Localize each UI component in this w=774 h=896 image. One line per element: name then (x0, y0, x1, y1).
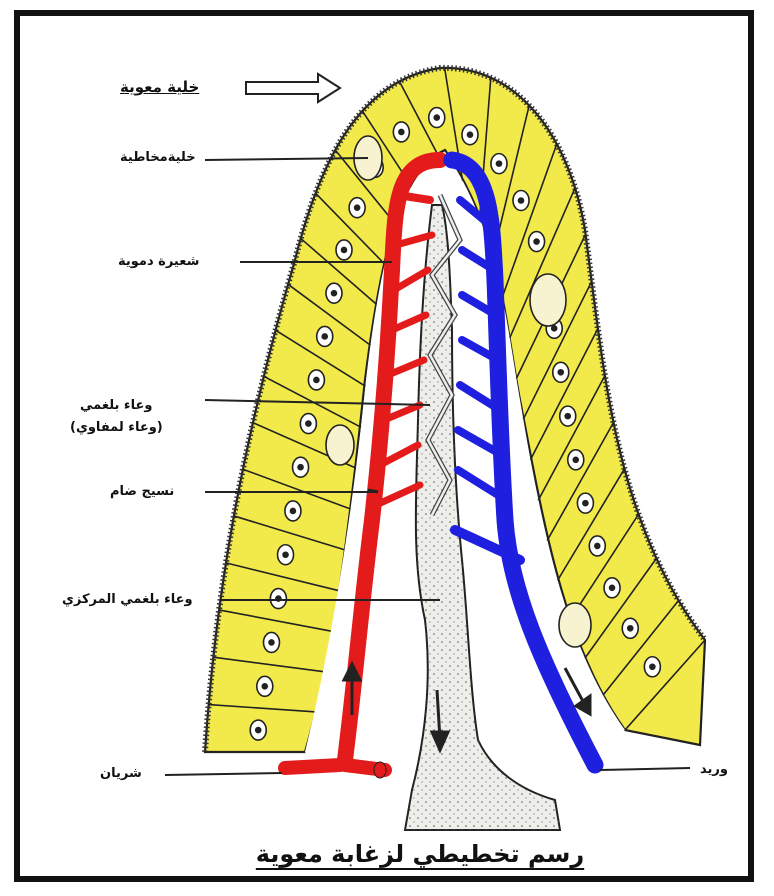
artery-stub (374, 762, 386, 778)
nucleolus (256, 728, 261, 733)
label-goblet-cell: خليةمخاطية (120, 150, 196, 165)
nucleolus (355, 205, 360, 210)
nucleolus (595, 543, 600, 548)
nucleolus (628, 626, 633, 631)
nucleolus (314, 377, 319, 382)
label-intestinal-cell: خلية معوية (120, 78, 199, 96)
nucleolus (573, 457, 578, 462)
nucleolus (583, 501, 588, 506)
nucleolus (434, 115, 439, 120)
label-connective-tissue: نسيج ضام (110, 484, 174, 499)
nucleolus (610, 585, 615, 590)
diagram-title: رسم تخطيطي لزغابة معوية (230, 840, 610, 868)
nucleolus (283, 552, 288, 557)
nucleolus (262, 684, 267, 689)
label-central-lymph: وعاء بلغمي المركزي (62, 592, 193, 607)
nucleolus (552, 326, 557, 331)
goblet-cell (326, 425, 354, 465)
nucleolus (496, 161, 501, 166)
nucleolus (342, 247, 347, 252)
label-vein: وريد (700, 762, 728, 777)
intestinal-cell-arrow (246, 74, 340, 102)
nucleolus (290, 508, 295, 513)
label-artery: شريان (100, 766, 142, 781)
label-capillary: شعيرة دموية (118, 254, 199, 269)
goblet-cell (559, 603, 591, 647)
label-lymph-vessel: وعاء بلغمي (80, 398, 152, 413)
label-lymph-vessel-alt: (وعاء لمفاوي) (70, 420, 163, 435)
nucleolus (467, 132, 472, 137)
nucleolus (534, 239, 539, 244)
nucleolus (322, 334, 327, 339)
nucleolus (565, 414, 570, 419)
nucleolus (519, 198, 524, 203)
nucleolus (298, 465, 303, 470)
nucleolus (399, 129, 404, 134)
nucleolus (331, 291, 336, 296)
nucleolus (306, 421, 311, 426)
nucleolus (269, 640, 274, 645)
nucleolus (558, 370, 563, 375)
goblet-cell (530, 274, 566, 326)
nucleolus (650, 664, 655, 669)
